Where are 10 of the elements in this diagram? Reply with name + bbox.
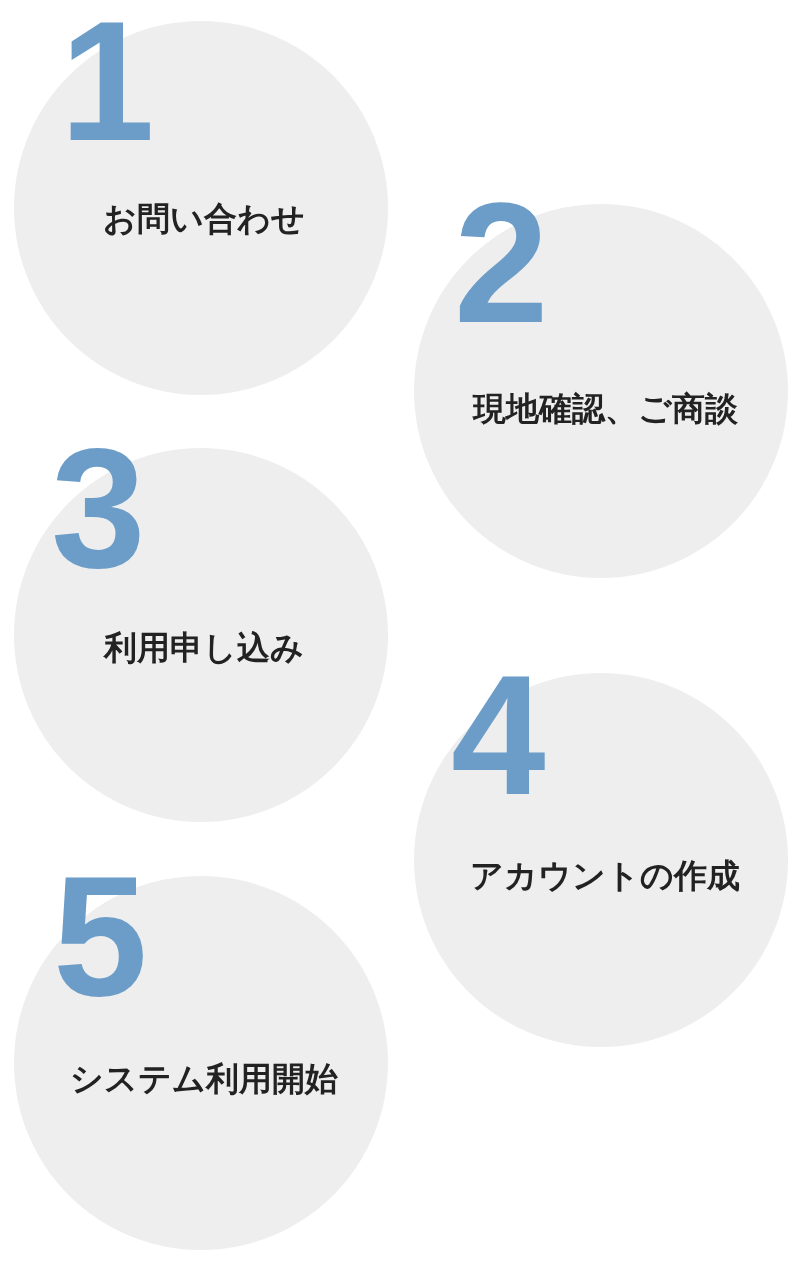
step-number: 2 (454, 178, 549, 348)
step-label: アカウントの作成 (470, 856, 740, 896)
step-number: 4 (451, 650, 546, 820)
step-label: システム利用開始 (70, 1059, 338, 1099)
step-label: お問い合わせ (103, 199, 305, 239)
step-number: 3 (51, 423, 146, 593)
step-label: 利用申し込み (104, 628, 304, 668)
step-label: 現地確認、ご商談 (472, 389, 738, 429)
step-number: 5 (53, 851, 148, 1021)
step-number: 1 (60, 0, 155, 166)
